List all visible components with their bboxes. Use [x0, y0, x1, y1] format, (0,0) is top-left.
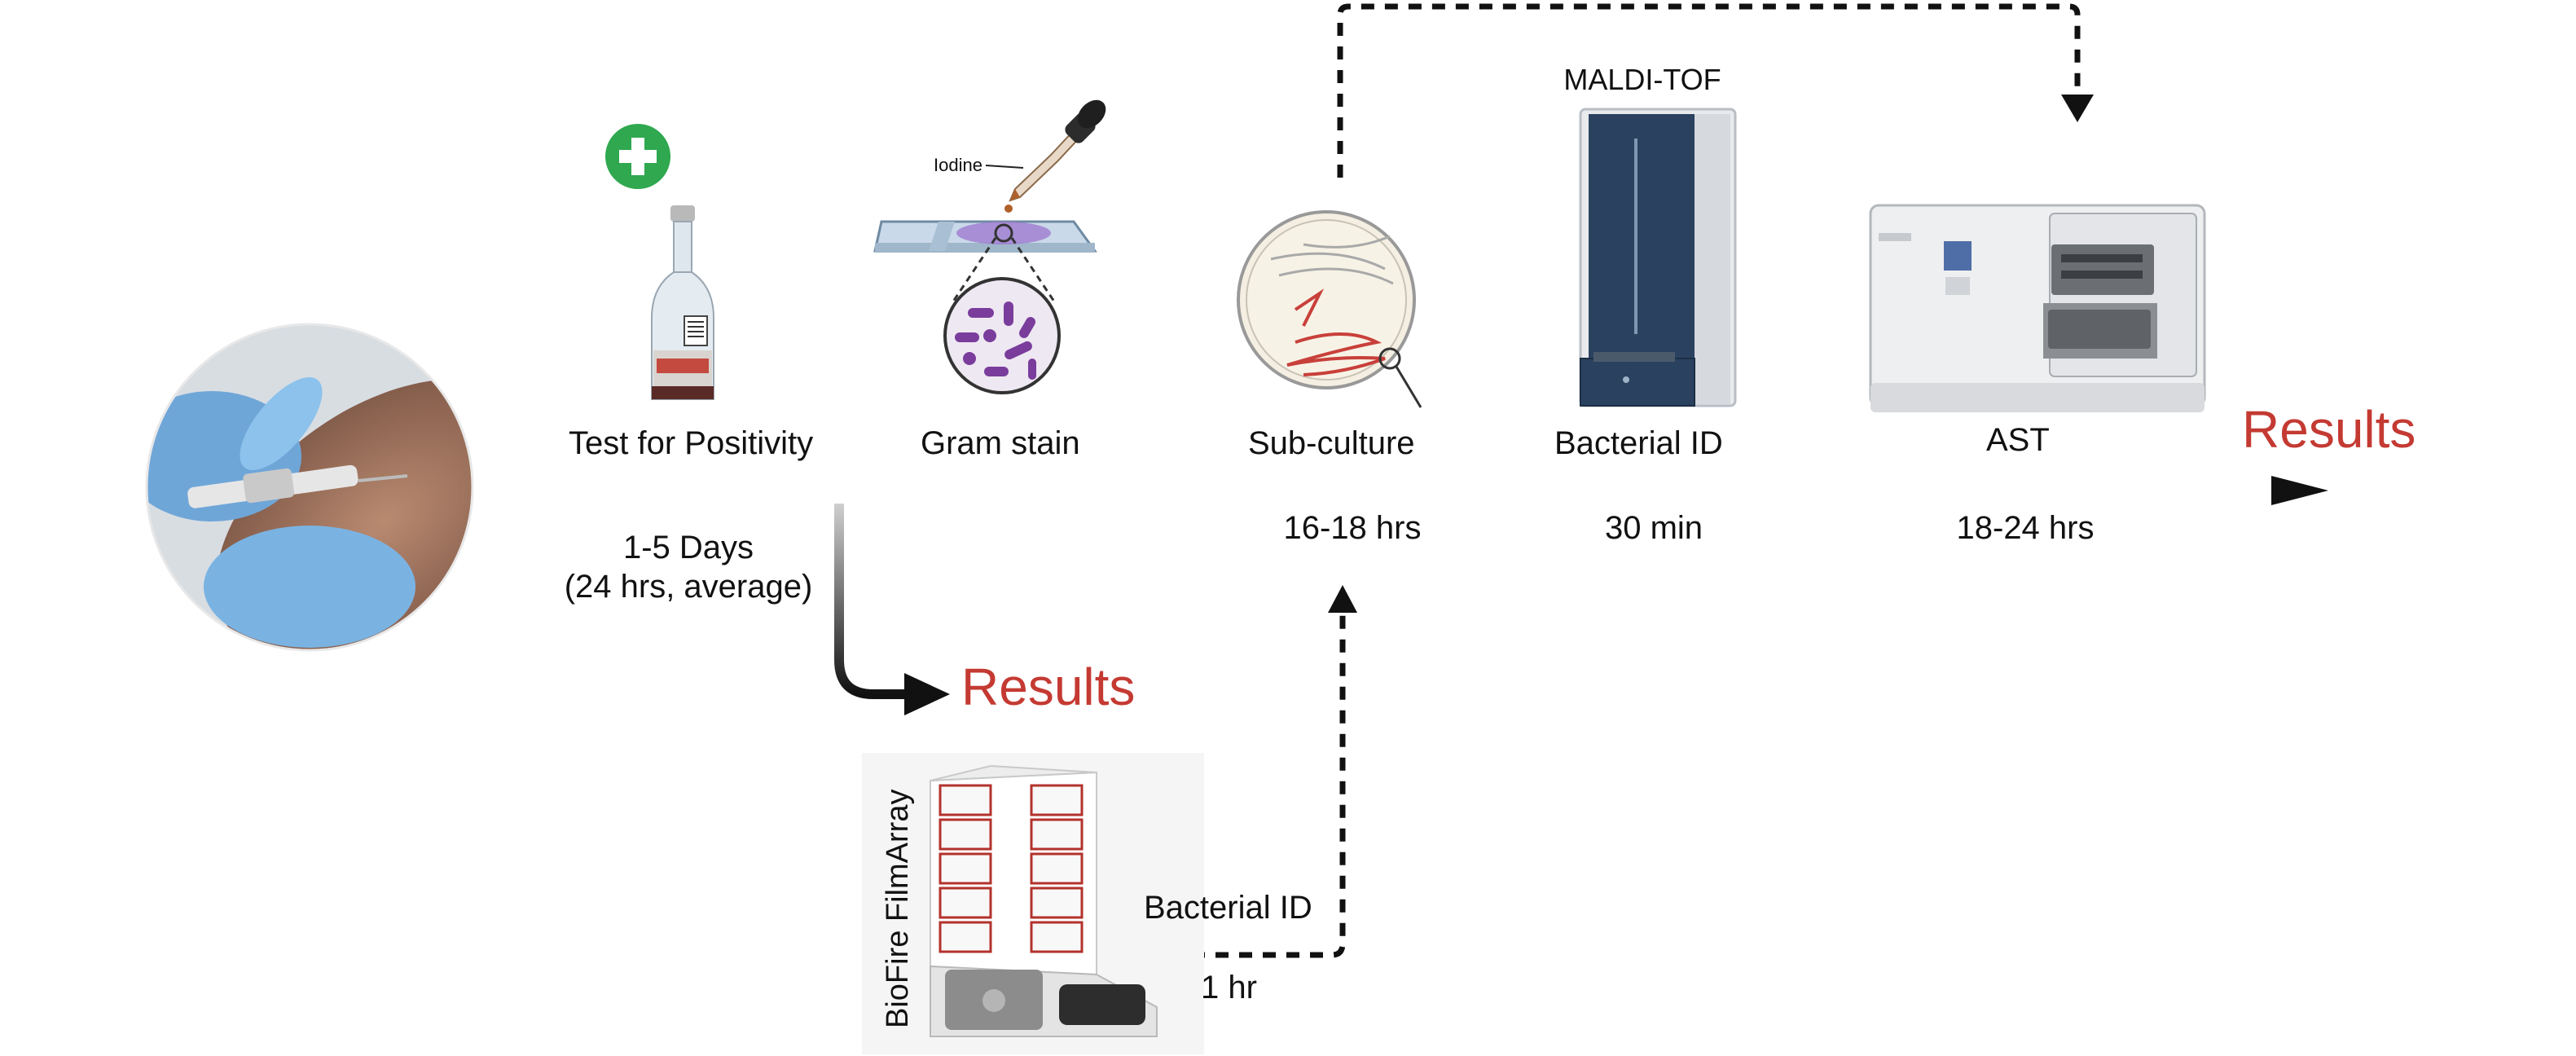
biofire-filmarray-icon: [862, 753, 1204, 1054]
positive-plus-icon: [605, 124, 670, 189]
step-ast: AST: [1986, 422, 2050, 458]
duration-positivity-line1: 1-5 Days: [622, 530, 754, 565]
duration-biofire: 1 hr: [1201, 970, 1257, 1005]
blood-draw-photo: [147, 324, 473, 650]
step-sub-culture: Sub-culture: [1248, 425, 1415, 461]
main-timeline: [456, 476, 2328, 505]
duration-positivity-line2: (24 hrs, average): [564, 569, 813, 605]
ast-instrument-icon: [1869, 204, 2206, 412]
duration-sub-culture: 16-18 hrs: [1283, 510, 1422, 546]
photo-frame: [145, 323, 474, 652]
label-iodine: Iodine: [934, 155, 982, 175]
label-maldi-tof: MALDI-TOF: [1563, 63, 1721, 96]
duration-positivity: 1-5 Days (24 hrs, average): [554, 528, 823, 606]
maldi-tof-instrument-icon: [1579, 108, 1737, 407]
label-biofire: BioFire FilmArray: [881, 790, 915, 1028]
dashed-arrow-biofire: [1145, 585, 1357, 958]
petri-dish-icon: [1237, 210, 1422, 408]
blood-culture-bottle-icon: [651, 205, 714, 400]
results-main: Results: [2242, 400, 2416, 459]
results-rapid: Results: [961, 658, 1136, 716]
step-bacterial-id: Bacterial ID: [1554, 425, 1723, 461]
rapid-results-branch: [834, 504, 950, 715]
step-gram-stain: Gram stain: [921, 425, 1080, 461]
dashed-arrow-to-ast: [1337, 3, 2094, 178]
biofire-bacterial-id: Bacterial ID: [1144, 890, 1312, 926]
duration-bacterial-id: 30 min: [1604, 510, 1703, 546]
gram-stain-icon: [873, 99, 1106, 394]
duration-ast: 18-24 hrs: [1956, 510, 2095, 546]
step-test-for-positivity: Test for Positivity: [569, 425, 814, 461]
